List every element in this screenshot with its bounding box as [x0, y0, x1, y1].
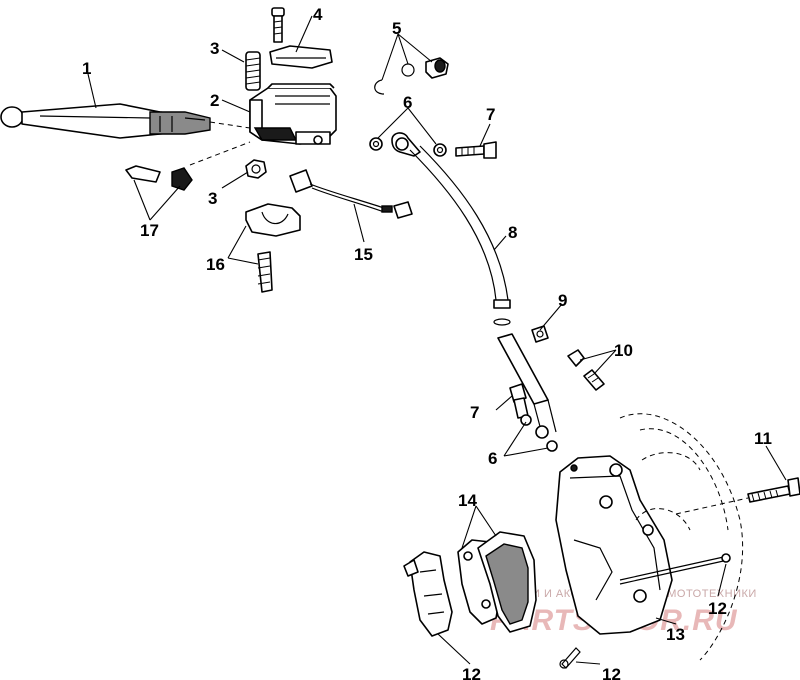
callout-7-lower: 7	[470, 403, 479, 422]
lower-banjo-bolt	[509, 383, 529, 419]
caliper-mounting-bolt	[675, 477, 800, 515]
brake-caliper	[555, 455, 673, 635]
brake-hose	[409, 145, 557, 435]
handlebar-clamp	[245, 203, 301, 293]
upper-banjo-fitting	[369, 132, 447, 157]
master-cylinder	[249, 83, 337, 145]
upper-banjo-bolt	[455, 141, 497, 159]
callout-4: 4	[313, 5, 323, 24]
callout-15: 15	[354, 245, 373, 264]
callout-1: 1	[82, 59, 91, 78]
leader-lines	[87, 15, 787, 665]
bleeder-screw	[531, 325, 549, 343]
callout-5: 5	[392, 19, 401, 38]
lever-pivot-bolt	[125, 165, 193, 191]
callout-12-pin: 12	[708, 599, 727, 618]
callout-9: 9	[558, 291, 567, 310]
cotter-pin	[559, 647, 581, 669]
pivot-spring	[245, 51, 261, 91]
callout-6-lower: 6	[488, 449, 497, 468]
callout-8: 8	[508, 223, 517, 242]
callout-17: 17	[140, 221, 159, 240]
callout-3-upper: 3	[210, 39, 219, 58]
brake-disc-outline	[619, 413, 744, 661]
pad-pin	[619, 553, 731, 585]
brake-light-switch	[289, 169, 413, 219]
bleeder-cap-and-valve	[567, 349, 605, 391]
callout-6-upper: 6	[403, 93, 412, 112]
circlip-and-boot	[374, 57, 449, 95]
reservoir-cover	[269, 7, 333, 69]
lower-banjo-fitting	[520, 414, 558, 452]
callout-10: 10	[614, 341, 633, 360]
brake-lever	[0, 103, 251, 166]
anti-rattle-spring	[403, 551, 453, 637]
callout-14: 14	[458, 491, 477, 510]
lever-nut	[245, 159, 267, 179]
callout-labels: 1 2 3 3 4 5 6 7 8 9 10 7 6 11 14 12 13 1…	[82, 5, 772, 680]
callout-2: 2	[210, 91, 219, 110]
callout-3-lower: 3	[208, 189, 217, 208]
callout-16: 16	[206, 255, 225, 274]
callout-13: 13	[666, 625, 685, 644]
callout-11: 11	[754, 429, 772, 448]
callout-12-cotter: 12	[602, 665, 621, 680]
callout-7-upper: 7	[486, 105, 495, 124]
callout-12-spring: 12	[462, 665, 481, 680]
brake-pads	[457, 531, 537, 633]
